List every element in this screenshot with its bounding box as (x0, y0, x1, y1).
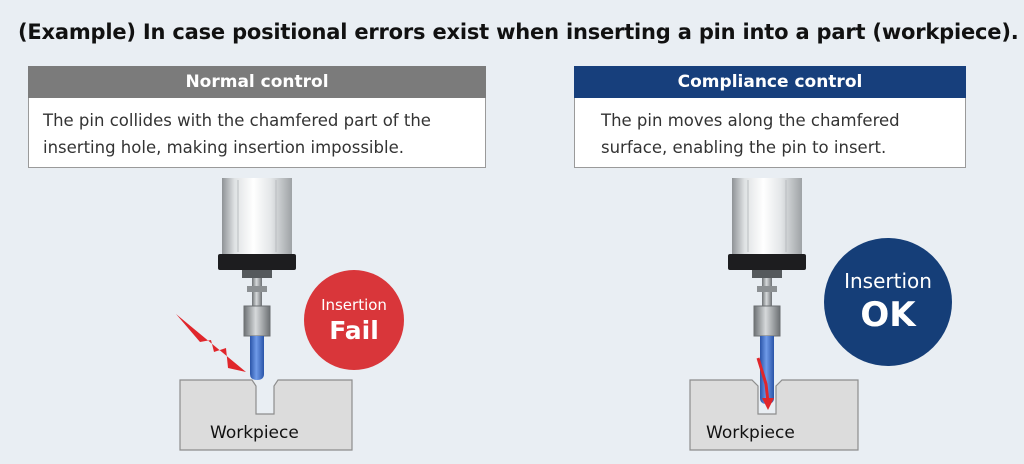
pin (250, 336, 264, 380)
compliance-control-header: Compliance control (574, 66, 966, 98)
tool-body (222, 178, 292, 254)
fail-badge-line-2: Fail (329, 315, 379, 345)
normal-control-line-2: inserting hole, making insertion impossi… (43, 138, 404, 157)
tool-collar (218, 254, 296, 270)
compliance-control-description: The pin moves along the chamfered surfac… (574, 98, 966, 168)
insertion-fail-badge: Insertion Fail (304, 270, 404, 370)
tool-nut (247, 286, 267, 292)
guide-arrow-icon (756, 357, 770, 403)
guide-arrowhead-icon (762, 398, 774, 410)
ok-badge-line-1: Insertion (844, 269, 932, 293)
insertion-ok-badge: Insertion OK (824, 238, 952, 366)
pin-chuck (753, 305, 781, 337)
pin (760, 336, 774, 404)
workpiece-compliance (689, 379, 859, 451)
normal-control-panel: Normal control The pin collides with the… (28, 66, 486, 168)
ok-badge-line-2: OK (860, 295, 916, 335)
pin-chuck (243, 305, 271, 337)
fail-badge-line-1: Insertion (321, 295, 387, 314)
normal-control-description: The pin collides with the chamfered part… (28, 98, 486, 168)
tool-collar (728, 254, 806, 270)
tool-adapter (752, 270, 782, 278)
compliance-control-line-2: surface, enabling the pin to insert. (601, 138, 887, 157)
page-title: (Example) In case positional errors exis… (18, 20, 1019, 44)
tool-adapter (242, 270, 272, 278)
workpiece-normal (179, 379, 353, 451)
compliance-control-panel: Compliance control The pin moves along t… (574, 66, 966, 168)
normal-control-header: Normal control (28, 66, 486, 98)
compliance-control-tool (728, 178, 806, 404)
workpiece-label-compliance: Workpiece (706, 423, 795, 443)
tool-nut (757, 286, 777, 292)
workpiece-label-normal: Workpiece (210, 423, 299, 443)
normal-control-tool (218, 178, 296, 380)
normal-control-line-1: The pin collides with the chamfered part… (43, 111, 431, 130)
collision-arrow-icon (176, 314, 246, 372)
tool-body (732, 178, 802, 254)
compliance-control-line-1: The pin moves along the chamfered (601, 111, 900, 130)
